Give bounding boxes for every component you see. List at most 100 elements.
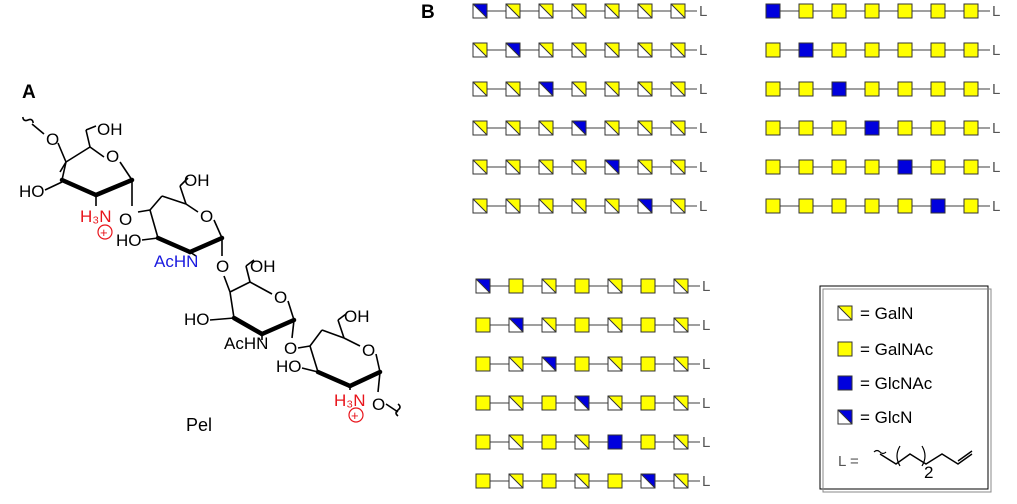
- galn-symbol-icon: [607, 278, 623, 294]
- linker-terminal: L: [702, 395, 710, 412]
- galn-symbol-icon: [571, 81, 587, 97]
- glycan-chain: L: [765, 120, 1000, 137]
- galn-symbol-icon: [505, 3, 521, 19]
- linker-terminal: L: [992, 81, 1000, 98]
- bond: [209, 317, 235, 321]
- glycan-chain: L: [765, 198, 1000, 215]
- bond: [309, 329, 323, 347]
- galn-symbol-icon: [505, 120, 521, 136]
- glcnac-symbol-icon: [607, 434, 623, 450]
- glycan-chain: L: [475, 473, 710, 490]
- galn-symbol-icon: [673, 473, 689, 489]
- glycan-chain: L: [472, 198, 707, 215]
- galnac-symbol-icon: [897, 3, 913, 19]
- galnac-symbol-icon: [640, 278, 656, 294]
- atom-h3n: H₃N: [80, 207, 111, 226]
- galn-symbol-icon: [607, 356, 623, 372]
- atom-o: O: [46, 130, 59, 149]
- galnac-symbol-icon: [607, 473, 623, 489]
- double-bond-icon: [957, 450, 973, 462]
- galn-symbol-icon: [607, 395, 623, 411]
- galnac-symbol-icon: [963, 3, 979, 19]
- galnac-symbol-icon: [765, 42, 781, 58]
- atom-o: O: [372, 395, 385, 414]
- atom-ho: HO: [276, 357, 302, 376]
- galnac-symbol-icon: [963, 120, 979, 136]
- galnac-symbol-icon: [541, 434, 557, 450]
- linker-terminal: L: [992, 42, 1000, 59]
- bond: [385, 403, 399, 413]
- galnac-symbol-icon: [831, 3, 847, 19]
- glycan-chain: L: [475, 356, 710, 373]
- galnac-symbol-icon: [640, 395, 656, 411]
- galnac-symbol-icon: [864, 159, 880, 175]
- bond: [343, 337, 361, 347]
- legend-item-glcn: = GlcN: [837, 408, 912, 427]
- galn-symbol-icon: [637, 3, 653, 19]
- galn-symbol-icon: [673, 356, 689, 372]
- atom-oh: OH: [250, 257, 276, 276]
- linker-terminal: L: [702, 434, 710, 451]
- atom-o-link: O: [119, 210, 132, 229]
- bond: [85, 125, 97, 131]
- glycan-chain: L: [475, 395, 710, 412]
- galnac-symbol-icon: [831, 159, 847, 175]
- glycan-chain: L: [765, 159, 1000, 176]
- galnac-symbol-icon: [897, 81, 913, 97]
- bracket-open-icon: [896, 445, 901, 467]
- bond: [31, 123, 45, 135]
- galnac-symbol-icon: [574, 278, 590, 294]
- legend-item-glcnac: = GlcNAc: [837, 374, 933, 393]
- galn-symbol-icon: [670, 42, 686, 58]
- galn-symbol-icon: [505, 159, 521, 175]
- bond: [223, 275, 231, 293]
- galn-symbol-icon: [604, 120, 620, 136]
- galn-symbol-icon: [604, 198, 620, 214]
- bond: [229, 281, 251, 293]
- bond: [245, 259, 255, 267]
- linker-chain-icon: [879, 453, 973, 465]
- galn-symbol-icon: [508, 395, 524, 411]
- galn-symbol-icon: [472, 42, 488, 58]
- bond: [287, 300, 295, 321]
- legend-shadow: [822, 288, 992, 493]
- galn-symbol-icon: [472, 198, 488, 214]
- bond: [119, 161, 133, 181]
- bond: [213, 219, 223, 239]
- bond: [321, 329, 345, 339]
- linker-terminal: L: [992, 3, 1000, 20]
- galn-symbol-icon: [538, 3, 554, 19]
- galnac-symbol-icon: [640, 317, 656, 333]
- linker-terminal: L: [699, 81, 707, 98]
- bond: [231, 315, 265, 337]
- bond: [337, 313, 347, 321]
- atom-achn: AcHN: [154, 252, 198, 271]
- galn-symbol-icon: [472, 81, 488, 97]
- galn-symbol-icon: [673, 278, 689, 294]
- structure-caption: Pel: [186, 415, 212, 435]
- bond: [93, 177, 135, 198]
- legend-label: = GalNAc: [860, 340, 934, 359]
- glycan-chain: L: [472, 81, 707, 98]
- galn-symbol-icon: [508, 473, 524, 489]
- bond: [179, 177, 189, 187]
- galnac-symbol-icon: [930, 81, 946, 97]
- galnac-symbol-icon: [640, 356, 656, 372]
- wavy-bond-bottom: [395, 403, 401, 417]
- linker-terminal: L: [699, 120, 707, 137]
- bond: [57, 142, 67, 163]
- galn-symbol-icon: [571, 42, 587, 58]
- galnac-symbol-icon: [864, 198, 880, 214]
- bond: [85, 129, 91, 148]
- galnac-symbol-icon: [864, 81, 880, 97]
- galn-symbol-icon: [472, 159, 488, 175]
- galnac-symbol-icon: [798, 120, 814, 136]
- legend-label: = GalN: [860, 304, 913, 323]
- bond: [187, 235, 225, 255]
- atom-ring-o: O: [362, 341, 375, 360]
- glcn-symbol-icon: [508, 317, 524, 333]
